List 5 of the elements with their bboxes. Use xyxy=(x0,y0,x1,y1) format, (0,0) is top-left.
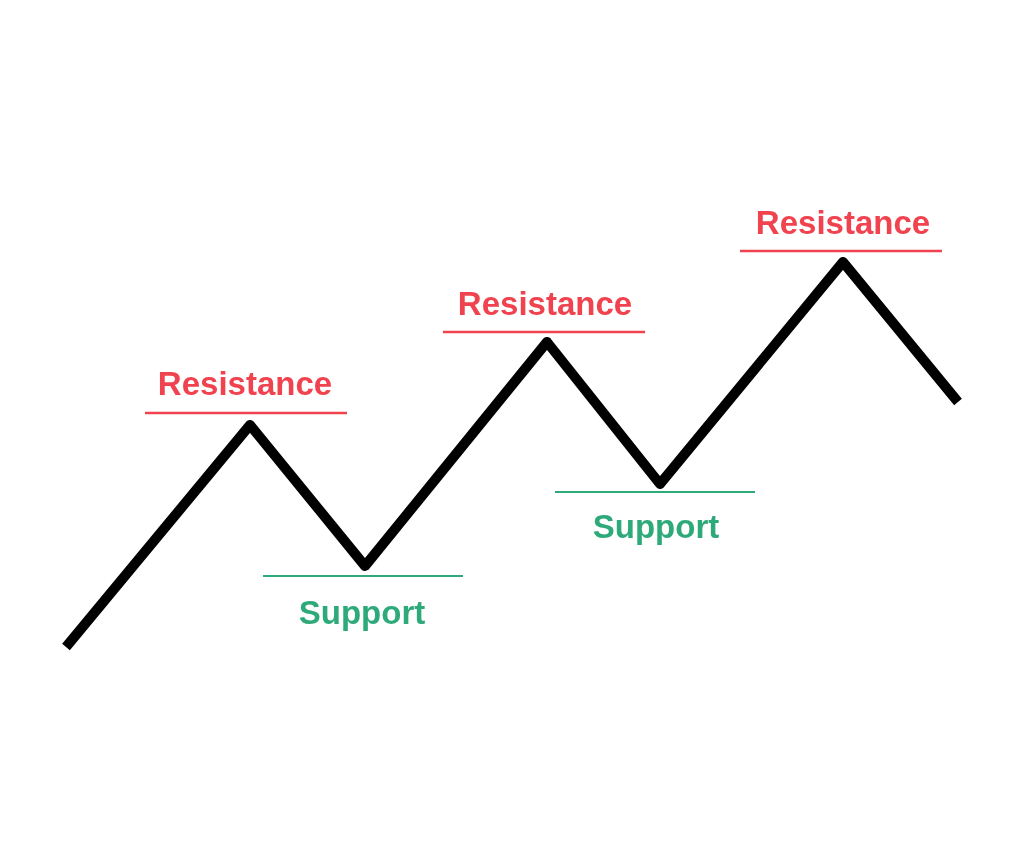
support-label: Support xyxy=(298,595,426,629)
resistance-label: Resistance xyxy=(157,366,333,400)
support-label: Support xyxy=(592,509,720,543)
resistance-label: Resistance xyxy=(457,286,633,320)
resistance-label: Resistance xyxy=(755,205,931,239)
